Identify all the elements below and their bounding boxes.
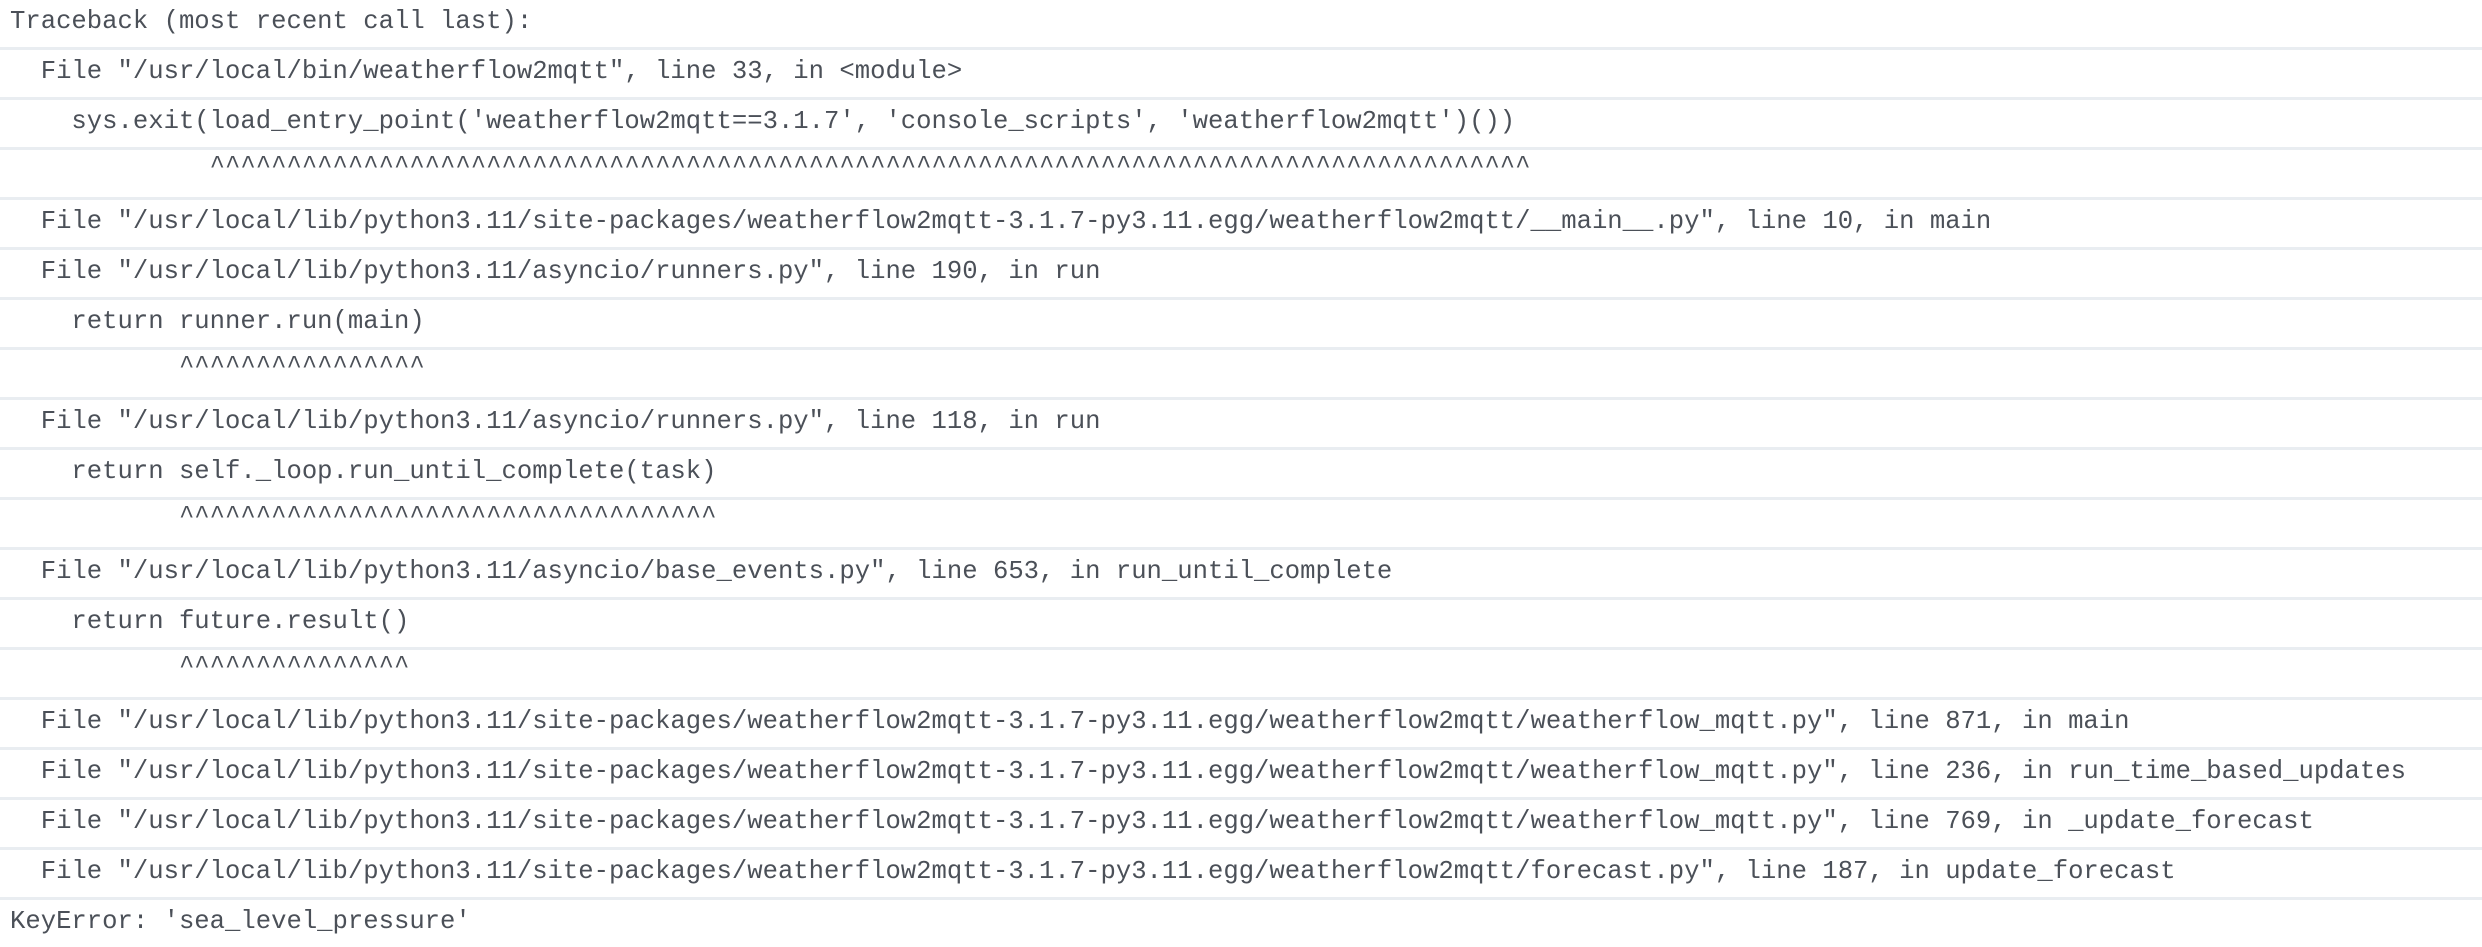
stack-frame-line: File "/usr/local/lib/python3.11/site-pac… <box>0 200 2482 250</box>
source-code-line: return self._loop.run_until_complete(tas… <box>0 450 2482 500</box>
stack-frame-line: File "/usr/local/lib/python3.11/site-pac… <box>0 700 2482 750</box>
error-caret-line: ^^^^^^^^^^^^^^^^^^^^^^^^^^^^^^^^^^^ <box>0 500 2482 550</box>
traceback-header: Traceback (most recent call last): <box>0 0 2482 50</box>
error-caret-line: ^^^^^^^^^^^^^^^^^^^^^^^^^^^^^^^^^^^^^^^^… <box>0 150 2482 200</box>
source-code-line: return future.result() <box>0 600 2482 650</box>
stack-frame-line: File "/usr/local/lib/python3.11/site-pac… <box>0 750 2482 800</box>
stack-frame-line: File "/usr/local/lib/python3.11/asyncio/… <box>0 250 2482 300</box>
error-caret-line: ^^^^^^^^^^^^^^^ <box>0 650 2482 700</box>
error-caret-line: ^^^^^^^^^^^^^^^^ <box>0 350 2482 400</box>
stack-frame-line: File "/usr/local/lib/python3.11/asyncio/… <box>0 400 2482 450</box>
stack-frame-line: File "/usr/local/bin/weatherflow2mqtt", … <box>0 50 2482 100</box>
exception-message: KeyError: 'sea_level_pressure' <box>10 907 471 936</box>
source-code-line: return runner.run(main) <box>0 300 2482 350</box>
stack-frame-line: File "/usr/local/lib/python3.11/asyncio/… <box>0 550 2482 600</box>
source-code-line: sys.exit(load_entry_point('weatherflow2m… <box>0 100 2482 150</box>
stack-frame-line: File "/usr/local/lib/python3.11/site-pac… <box>0 850 2482 900</box>
stack-frame-line: File "/usr/local/lib/python3.11/site-pac… <box>0 800 2482 850</box>
